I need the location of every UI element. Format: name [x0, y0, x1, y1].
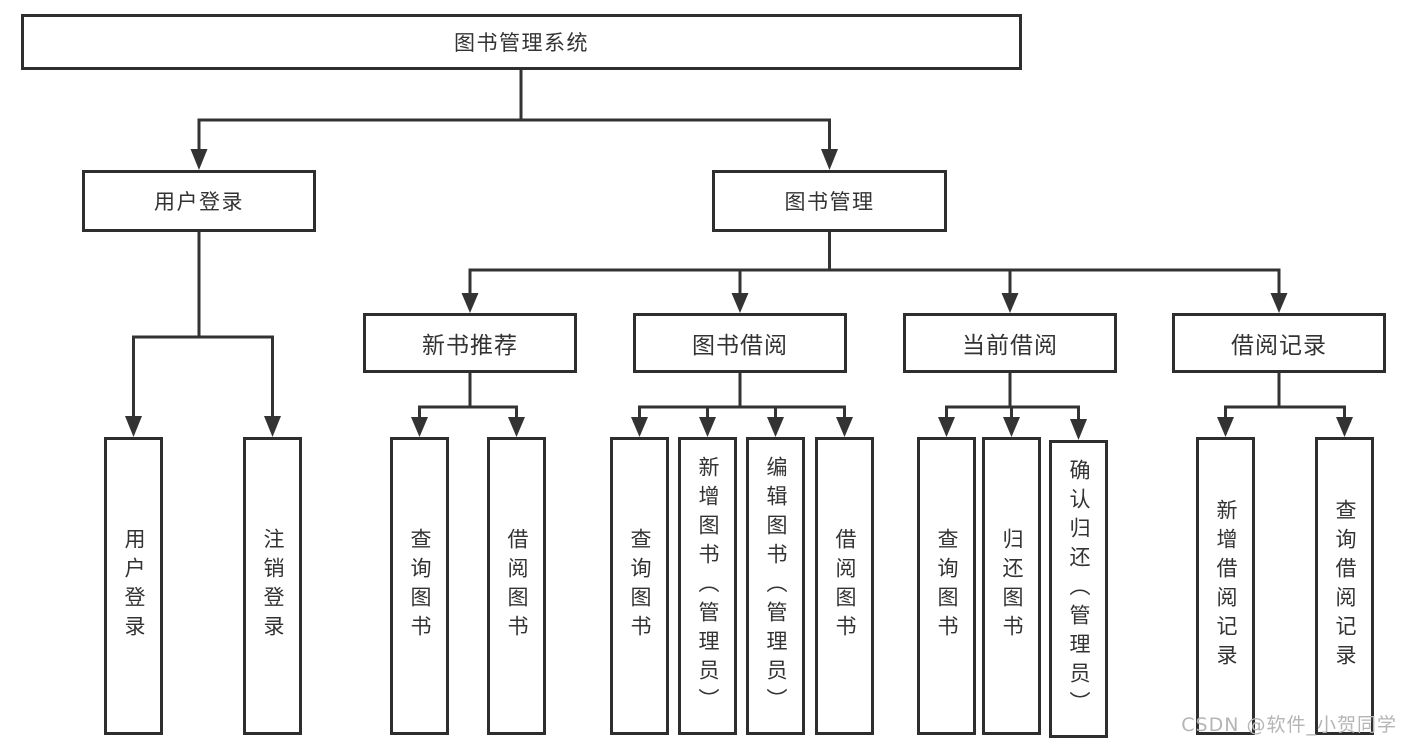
- node-new-book-recommend: 新书推荐: [363, 313, 577, 373]
- node-root-label: 图书管理系统: [454, 31, 589, 55]
- leaf-user-login-label: 用户登录: [122, 528, 146, 644]
- leaf-logout-label: 注销登录: [261, 528, 285, 644]
- leaf-confirm-return-admin-label: 确认归还（管理员）: [1067, 458, 1091, 720]
- leaf-add-books-admin-label: 新增图书（管理员）: [696, 455, 720, 717]
- leaf-add-borrow-record: 新增借阅记录: [1196, 437, 1255, 735]
- leaf-query-books-borrow: 查询图书: [610, 437, 669, 735]
- node-user-login-label: 用户登录: [154, 190, 244, 214]
- leaf-return-books: 归还图书: [982, 437, 1041, 735]
- leaf-user-login: 用户登录: [104, 437, 163, 735]
- node-borrow-records: 借阅记录: [1172, 313, 1386, 373]
- edge-recommend-to-leaves: [411, 373, 525, 437]
- leaf-borrow-books-recommend-label: 借阅图书: [505, 528, 529, 644]
- edge-root-to-level2: [190, 70, 838, 170]
- node-book-borrow-label: 图书借阅: [692, 333, 788, 359]
- leaf-borrow-books-recommend: 借阅图书: [487, 437, 546, 735]
- watermark: CSDN @软件_小贺同学: [1181, 714, 1397, 736]
- leaf-edit-books-admin-label: 编辑图书（管理员）: [764, 455, 788, 717]
- leaf-query-books-current: 查询图书: [917, 437, 976, 735]
- leaf-query-borrow-record-label: 查询借阅记录: [1333, 499, 1357, 673]
- leaf-borrow-books: 借阅图书: [815, 437, 874, 735]
- leaf-borrow-books-label: 借阅图书: [833, 528, 857, 644]
- leaf-query-books-recommend: 查询图书: [390, 437, 449, 735]
- edge-current-to-leaves: [938, 373, 1087, 440]
- node-root-system: 图书管理系统: [21, 14, 1022, 70]
- leaf-logout: 注销登录: [243, 437, 302, 735]
- node-current-borrow: 当前借阅: [903, 313, 1117, 373]
- leaf-query-books-recommend-label: 查询图书: [408, 528, 432, 644]
- edge-user-to-leaves: [125, 232, 281, 437]
- edge-book-to-level3: [461, 232, 1288, 313]
- leaf-confirm-return-admin: 确认归还（管理员）: [1049, 440, 1108, 738]
- node-user-login: 用户登录: [82, 170, 316, 232]
- node-book-management-label: 图书管理: [784, 190, 875, 214]
- node-book-borrow: 图书借阅: [633, 313, 847, 373]
- leaf-edit-books-admin: 编辑图书（管理员）: [746, 437, 805, 735]
- leaf-add-borrow-record-label: 新增借阅记录: [1214, 499, 1238, 673]
- leaf-add-books-admin: 新增图书（管理员）: [678, 437, 737, 735]
- edge-borrow-to-leaves: [631, 373, 853, 437]
- node-new-book-recommend-label: 新书推荐: [422, 333, 518, 359]
- node-borrow-records-label: 借阅记录: [1231, 333, 1327, 359]
- node-current-borrow-label: 当前借阅: [962, 333, 1058, 359]
- leaf-return-books-label: 归还图书: [1000, 528, 1024, 644]
- node-book-management: 图书管理: [712, 170, 947, 232]
- edge-records-to-leaves: [1217, 373, 1353, 437]
- leaf-query-books-current-label: 查询图书: [935, 528, 959, 644]
- leaf-query-books-borrow-label: 查询图书: [628, 528, 652, 644]
- leaf-query-borrow-record: 查询借阅记录: [1315, 437, 1374, 735]
